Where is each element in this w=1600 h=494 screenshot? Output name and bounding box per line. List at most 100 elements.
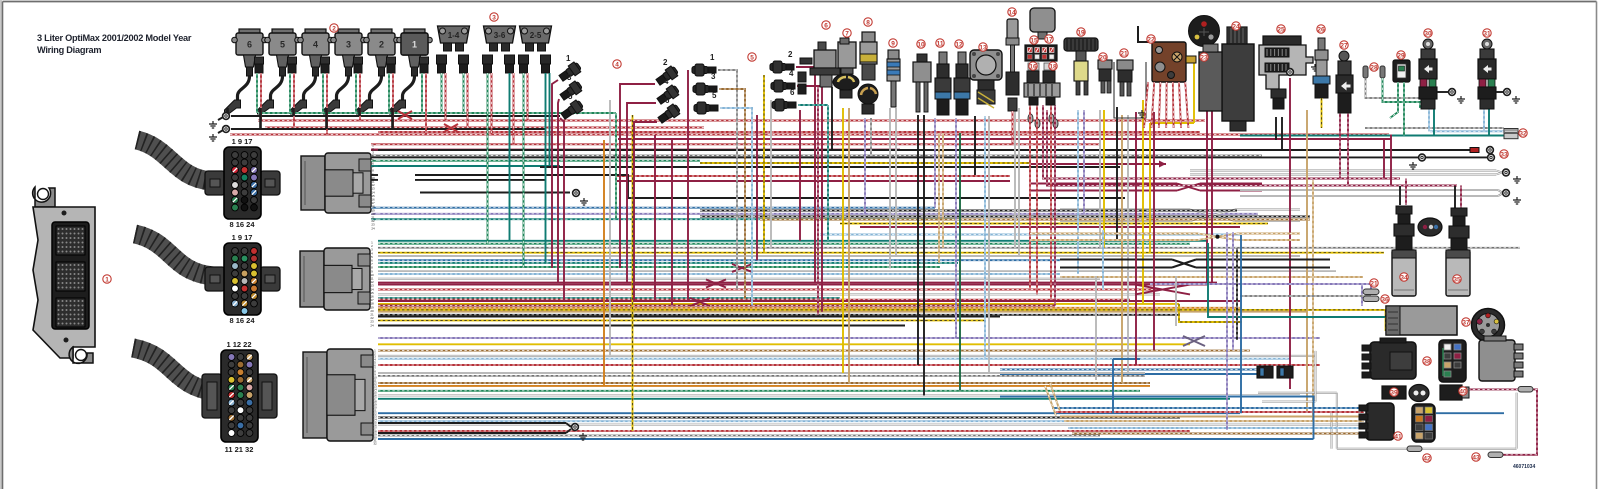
svg-text:4: 4 xyxy=(372,154,374,158)
svg-text:27: 27 xyxy=(373,427,377,431)
svg-text:3 Liter OptiMax 2001/2002 Mode: 3 Liter OptiMax 2001/2002 Model Year xyxy=(37,33,192,43)
svg-text:17: 17 xyxy=(371,201,375,205)
svg-text:22: 22 xyxy=(370,316,374,320)
svg-text:8 16 24: 8 16 24 xyxy=(229,316,255,325)
svg-text:9: 9 xyxy=(891,40,895,47)
svg-text:4: 4 xyxy=(374,358,376,362)
svg-text:4: 4 xyxy=(664,77,669,86)
svg-text:5: 5 xyxy=(371,255,373,259)
svg-text:5: 5 xyxy=(750,54,754,61)
svg-text:39: 39 xyxy=(1390,389,1398,396)
svg-text:29: 29 xyxy=(1397,52,1405,59)
svg-text:2: 2 xyxy=(332,25,336,32)
svg-text:38: 38 xyxy=(1423,358,1431,365)
svg-text:2-5: 2-5 xyxy=(530,31,542,40)
svg-text:Wiring Diagram: Wiring Diagram xyxy=(37,45,101,55)
svg-text:7: 7 xyxy=(845,30,849,37)
svg-text:33: 33 xyxy=(1500,151,1508,158)
svg-text:1: 1 xyxy=(371,241,373,245)
svg-text:8: 8 xyxy=(372,169,374,173)
svg-text:20: 20 xyxy=(370,309,374,313)
svg-text:1: 1 xyxy=(412,40,417,50)
svg-text:20: 20 xyxy=(371,212,375,216)
svg-text:12: 12 xyxy=(955,41,963,48)
svg-text:34: 34 xyxy=(1400,274,1408,281)
svg-text:10: 10 xyxy=(373,376,377,380)
svg-text:1: 1 xyxy=(372,144,374,148)
svg-text:6: 6 xyxy=(824,22,828,29)
svg-text:25: 25 xyxy=(1277,26,1285,33)
svg-text:8: 8 xyxy=(866,19,870,26)
svg-text:10: 10 xyxy=(371,176,375,180)
svg-text:23: 23 xyxy=(373,415,377,419)
svg-text:3: 3 xyxy=(567,73,572,82)
svg-text:11: 11 xyxy=(373,379,376,383)
svg-text:6: 6 xyxy=(374,364,376,368)
svg-text:22: 22 xyxy=(373,412,377,416)
svg-text:6: 6 xyxy=(371,259,373,263)
svg-text:19: 19 xyxy=(1077,29,1085,36)
svg-text:16: 16 xyxy=(1029,63,1037,70)
svg-text:31: 31 xyxy=(373,439,377,443)
svg-text:35: 35 xyxy=(1453,276,1461,283)
svg-text:21: 21 xyxy=(371,216,375,220)
svg-text:10: 10 xyxy=(917,41,925,48)
svg-text:15: 15 xyxy=(373,391,377,395)
svg-text:3: 3 xyxy=(492,14,496,21)
svg-text:31: 31 xyxy=(1483,30,1491,37)
svg-text:12: 12 xyxy=(370,280,374,284)
svg-text:29: 29 xyxy=(373,433,377,437)
svg-text:42: 42 xyxy=(1423,455,1431,462)
svg-text:26: 26 xyxy=(1317,26,1325,33)
svg-text:9: 9 xyxy=(372,172,374,176)
svg-text:12: 12 xyxy=(371,183,375,187)
svg-text:37: 37 xyxy=(1462,319,1470,326)
svg-text:27: 27 xyxy=(1340,42,1348,49)
svg-text:24: 24 xyxy=(1232,23,1240,30)
svg-text:4: 4 xyxy=(313,40,318,50)
svg-text:32: 32 xyxy=(373,442,377,446)
svg-text:1 12 22: 1 12 22 xyxy=(226,340,251,349)
svg-text:11: 11 xyxy=(937,40,944,47)
svg-text:6: 6 xyxy=(665,96,670,105)
svg-text:1: 1 xyxy=(566,54,571,63)
svg-text:7: 7 xyxy=(371,262,373,266)
svg-text:5: 5 xyxy=(374,361,376,365)
svg-text:7: 7 xyxy=(372,165,374,169)
svg-text:28: 28 xyxy=(373,430,377,434)
svg-text:24: 24 xyxy=(373,418,377,422)
svg-text:1 9 17: 1 9 17 xyxy=(232,233,253,242)
svg-text:13: 13 xyxy=(371,187,375,191)
svg-text:16: 16 xyxy=(373,394,377,398)
svg-text:1: 1 xyxy=(105,276,109,283)
svg-text:3: 3 xyxy=(371,248,373,252)
svg-text:23: 23 xyxy=(370,320,374,324)
svg-text:18: 18 xyxy=(373,400,377,404)
svg-text:46071034: 46071034 xyxy=(1513,464,1535,470)
svg-text:11 21 32: 11 21 32 xyxy=(225,445,254,454)
svg-text:23: 23 xyxy=(371,223,375,227)
svg-text:2: 2 xyxy=(379,40,384,50)
svg-text:30: 30 xyxy=(373,436,377,440)
svg-text:15: 15 xyxy=(370,291,374,295)
svg-text:5: 5 xyxy=(372,158,374,162)
svg-text:40: 40 xyxy=(1459,388,1467,395)
svg-text:28: 28 xyxy=(1370,64,1378,71)
svg-text:2: 2 xyxy=(371,244,373,248)
svg-text:41: 41 xyxy=(1394,433,1402,440)
svg-text:6: 6 xyxy=(247,40,252,50)
svg-text:14: 14 xyxy=(1008,9,1016,16)
svg-text:24: 24 xyxy=(371,226,375,230)
svg-text:8 16 24: 8 16 24 xyxy=(229,220,255,229)
svg-text:30: 30 xyxy=(1424,30,1432,37)
svg-text:6: 6 xyxy=(790,88,795,97)
svg-text:21: 21 xyxy=(370,313,374,317)
svg-text:1-4: 1-4 xyxy=(448,31,460,40)
svg-text:17: 17 xyxy=(373,397,377,401)
svg-text:3: 3 xyxy=(711,72,716,81)
svg-text:3: 3 xyxy=(374,355,376,359)
svg-text:25: 25 xyxy=(373,421,377,425)
svg-text:14: 14 xyxy=(371,190,375,194)
svg-text:5: 5 xyxy=(712,91,717,100)
svg-text:21: 21 xyxy=(373,409,377,413)
